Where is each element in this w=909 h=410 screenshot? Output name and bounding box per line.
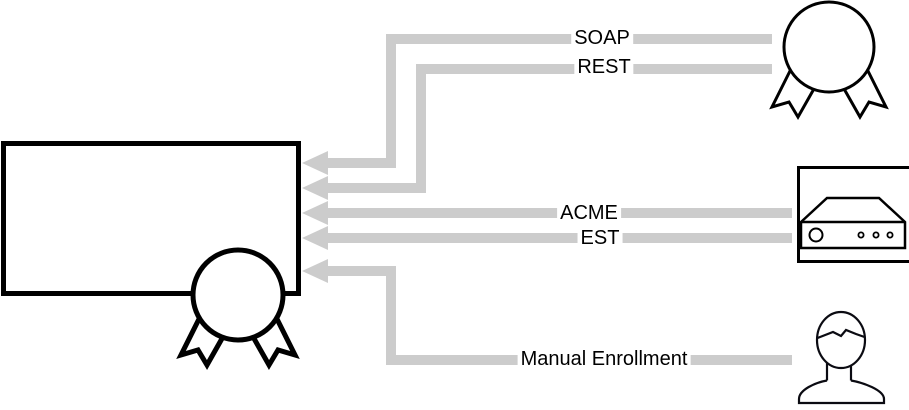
rest-connector-segment — [326, 183, 426, 193]
person-icon — [797, 310, 886, 405]
person-hair-line — [817, 328, 865, 340]
manual-enrollment-connector-segment — [386, 266, 396, 365]
certificate-authority-box — [1, 141, 301, 296]
soap-connector-segment — [386, 34, 396, 168]
person-shoulders — [797, 379, 886, 405]
acme-label: ACME — [557, 202, 621, 225]
rest-label: REST — [574, 56, 634, 79]
soap-arrowhead-icon — [302, 151, 328, 175]
server-led — [886, 231, 894, 239]
soap-label: SOAP — [571, 27, 633, 50]
soap-connector-segment — [326, 158, 396, 168]
badge-circle — [190, 247, 286, 343]
est-arrowhead-icon — [302, 226, 328, 250]
server-appliance-icon — [797, 166, 909, 263]
rest-arrowhead-icon — [302, 176, 328, 200]
server-led — [872, 231, 880, 239]
acme-arrowhead-icon — [302, 201, 328, 225]
server-led — [857, 231, 865, 239]
person-head — [815, 310, 867, 370]
badge-circle — [782, 0, 876, 94]
est-connector-segment — [326, 233, 792, 243]
rest-connector-segment — [416, 64, 426, 193]
manual-enrollment-connector-segment — [326, 266, 396, 276]
certificate-icon — [769, 0, 889, 120]
certificate-badge-icon — [176, 247, 300, 370]
manual-enrollment-arrowhead-icon — [302, 259, 328, 283]
est-label: EST — [577, 227, 623, 250]
manual-enrollment-label: Manual Enrollment — [517, 348, 691, 371]
server-port — [808, 227, 824, 243]
